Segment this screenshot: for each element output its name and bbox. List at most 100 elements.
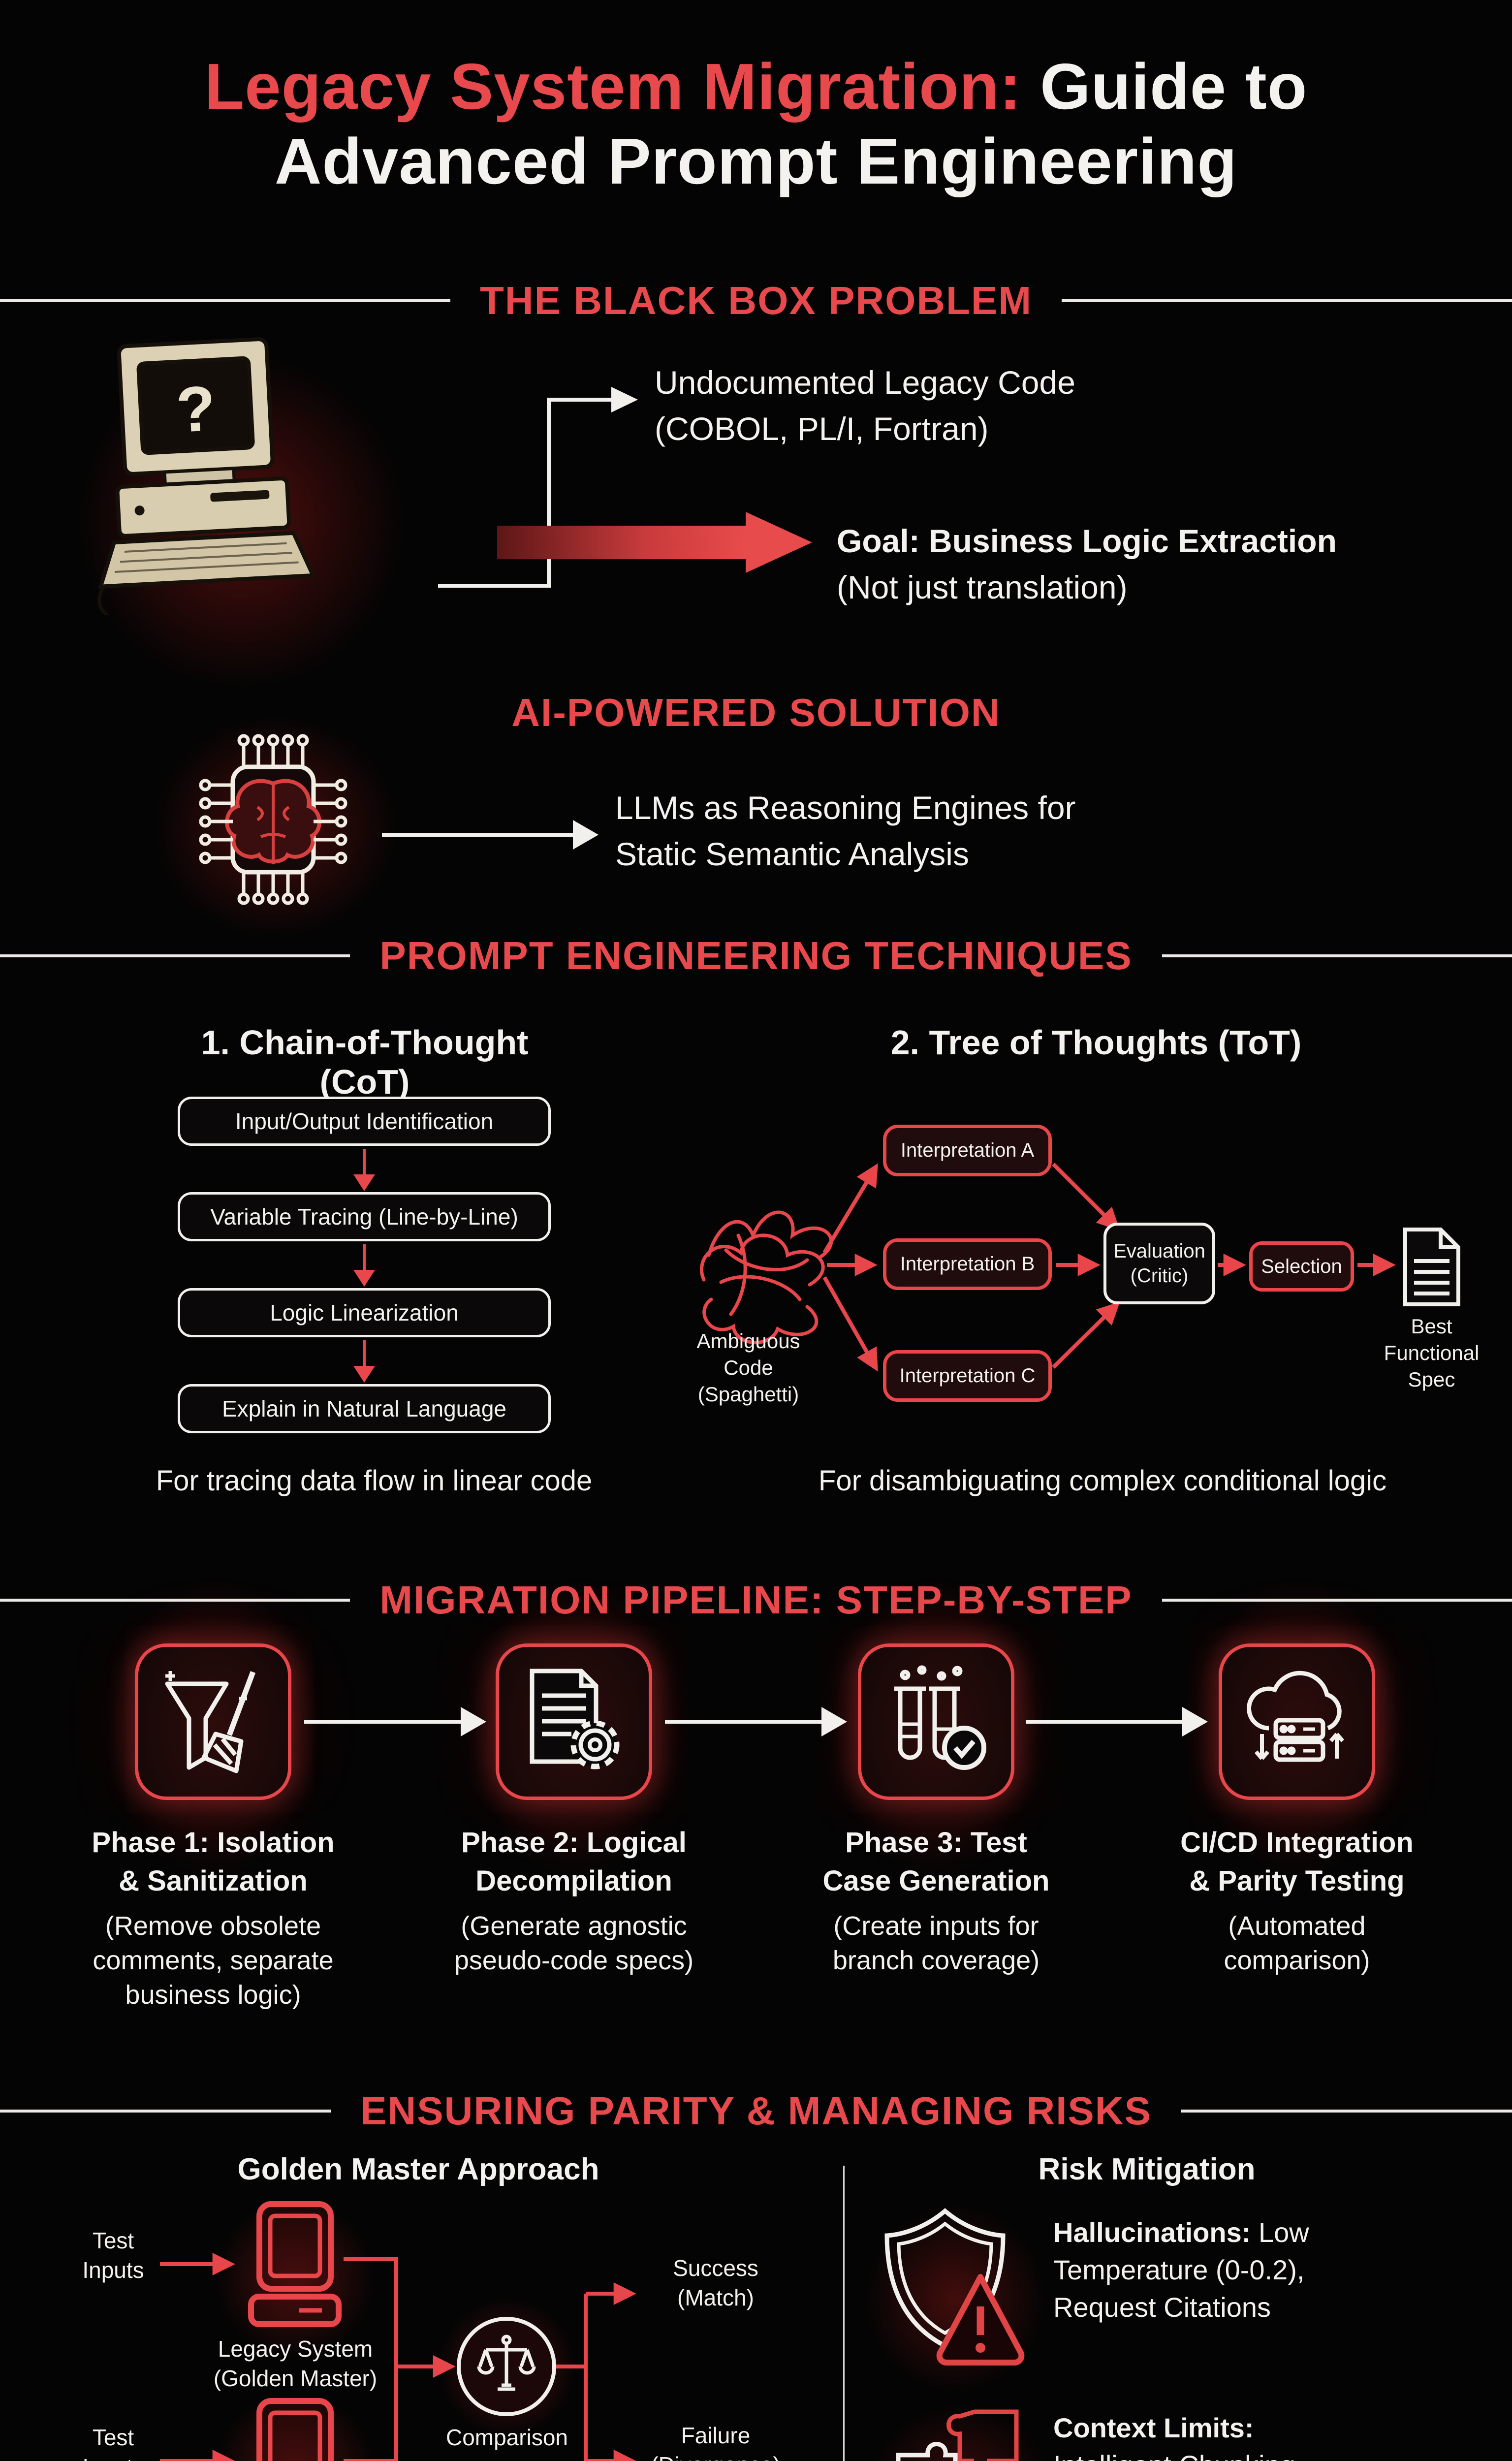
svg-text:?: ? — [174, 372, 217, 446]
hallucinations-line3: Request Citations — [1053, 2292, 1271, 2323]
header-line-left — [0, 299, 450, 302]
context-limits-line2: Intelligent Chunking, — [1053, 2447, 1512, 2461]
black-box-header-text: THE BLACK BOX PROBLEM — [480, 279, 1032, 322]
phase4-desc: (Automated comparison) — [1224, 1911, 1370, 1975]
llm-text: LLMs as Reasoning Engines for Static Sem… — [615, 785, 1076, 877]
ai-arrow-head — [573, 820, 598, 850]
comparison-label: Comparison — [446, 2425, 568, 2450]
context-limits-bold: Context Limits: — [1053, 2412, 1254, 2443]
goal-text: Goal: Business Logic Extraction (Not jus… — [837, 518, 1337, 610]
tot-output-label: Best Functional Spec — [1384, 1315, 1480, 1391]
hallucinations-rest: Low — [1251, 2217, 1309, 2248]
phase3-icon-box — [858, 1643, 1014, 1800]
phase2-title: Phase 2: Logical Decompilation — [461, 1827, 687, 1897]
header-line-right — [1162, 1599, 1512, 1602]
cot-step-1: Input/Output Identification — [178, 1097, 551, 1146]
goal-arrow-tip — [746, 512, 812, 573]
legacy-code-line2: (COBOL, PL/I, Fortran) — [655, 410, 989, 447]
test-tubes-icon — [894, 1665, 986, 1770]
tot-source-label: Ambiguous Code (Spaghetti) — [696, 1329, 800, 1406]
cot-arrow-3 — [353, 1340, 375, 1383]
pipeline-arrow-1 — [304, 1707, 486, 1736]
hallucinations-line1: Hallucinations: Low — [1053, 2214, 1512, 2251]
page-title-line1: Legacy System Migration: Guide to — [0, 49, 1512, 124]
cot-step-2: Variable Tracing (Line-by-Line) — [178, 1192, 551, 1241]
context-limits-text: Context Limits: Intelligent Chunking, Gl… — [1053, 2409, 1512, 2461]
goal-arrow — [497, 512, 812, 573]
hallucinations-bold: Hallucinations: — [1053, 2217, 1251, 2248]
header-line-right — [1162, 954, 1512, 957]
pipeline-header-text: MIGRATION PIPELINE: STEP-BY-STEP — [379, 1578, 1133, 1622]
tot-title: 2. Tree of Thoughts (ToT) — [890, 1023, 1302, 1062]
header-line-right — [1181, 2110, 1512, 2113]
test-inputs-bottom-label: Test Inputs — [82, 2425, 144, 2461]
legacy-computer-icon — [248, 2201, 342, 2327]
header-line-right — [1062, 299, 1512, 302]
goal-arrow-body — [497, 526, 746, 559]
microservice-computer-icon — [256, 2398, 334, 2461]
tot-interpretation-c: Interpretation C — [883, 1350, 1052, 1402]
hallucinations-text: Hallucinations: Low Temperature (0-0.2),… — [1053, 2214, 1512, 2326]
parity-header-text: ENSURING PARITY & MANAGING RISKS — [360, 2089, 1152, 2133]
cot-step-4: Explain in Natural Language — [178, 1384, 551, 1433]
legacy-code-line1: Undocumented Legacy Code — [655, 364, 1075, 401]
document-spec-icon — [1403, 1228, 1460, 1306]
page-title-red: Legacy System Migration: — [204, 50, 1022, 123]
tot-selection: Selection — [1249, 1241, 1354, 1292]
header-line-left — [0, 2110, 331, 2113]
techniques-header-text: PROMPT ENGINEERING TECHNIQUES — [379, 934, 1133, 978]
ai-header: AI-POWERED SOLUTION — [511, 691, 1001, 734]
header-line-left — [0, 954, 350, 957]
page-title-line2: Advanced Prompt Engineering — [275, 125, 1237, 197]
llm-text-line2: Static Semantic Analysis — [615, 836, 969, 872]
hallucinations-line2: Temperature (0-0.2), — [1053, 2254, 1305, 2285]
pipeline-header: MIGRATION PIPELINE: STEP-BY-STEP — [0, 1578, 1512, 1623]
legacy-system-label: Legacy System (Golden Master) — [213, 2336, 378, 2391]
golden-master-title: Golden Master Approach — [237, 2152, 599, 2186]
pipeline-arrow-3 — [1026, 1707, 1208, 1736]
phase4-title: CI/CD Integration & Parity Testing — [1180, 1827, 1414, 1897]
page-title: Legacy System Migration: Guide to Advanc… — [0, 49, 1512, 199]
llm-text-line1: LLMs as Reasoning Engines for — [615, 789, 1076, 826]
phase2-desc: (Generate agnostic pseudo-code specs) — [454, 1911, 694, 1975]
funnel-broom-icon — [165, 1671, 256, 1773]
document-gear-icon — [530, 1669, 620, 1769]
tot-evaluation: Evaluation (Critic) — [1103, 1223, 1215, 1304]
header-line-left — [0, 1599, 350, 1602]
cot-title: 1. Chain-of-Thought (CoT) — [201, 1023, 529, 1101]
ai-chip-brain-icon — [199, 734, 347, 905]
phase1-icon-box — [135, 1643, 291, 1800]
page-title-white: Guide to — [1021, 50, 1308, 123]
cot-arrow-1 — [353, 1149, 375, 1191]
phase1-title: Phase 1: Isolation & Sanitization — [92, 1827, 335, 1897]
legacy-code-text: Undocumented Legacy Code (COBOL, PL/I, F… — [655, 359, 1075, 452]
risk-mitigation-title: Risk Mitigation — [1038, 2152, 1256, 2186]
goal-text-sub: (Not just translation) — [837, 569, 1128, 605]
column-divider — [843, 2166, 845, 2461]
spaghetti-code-icon — [700, 1210, 833, 1345]
phase3-desc: (Create inputs for branch coverage) — [832, 1911, 1040, 1975]
golden-master-diagram — [160, 2201, 636, 2461]
parity-header: ENSURING PARITY & MANAGING RISKS — [0, 2088, 1512, 2134]
shield-warning-icon — [884, 2208, 1025, 2366]
failure-label: Failure (Divergence) — [651, 2423, 780, 2461]
goal-text-bold: Goal: Business Logic Extraction — [837, 523, 1337, 559]
retro-computer-icon: ? — [97, 337, 316, 615]
tot-diagram-arrows — [700, 1163, 1396, 1372]
test-inputs-top-label: Test Inputs — [82, 2228, 144, 2283]
techniques-header: PROMPT ENGINEERING TECHNIQUES — [0, 933, 1512, 978]
phase3-title: Phase 3: Test Case Generation — [822, 1827, 1050, 1897]
tot-caption: For disambiguating complex conditional l… — [818, 1465, 1387, 1497]
pipeline-arrow-2 — [665, 1707, 847, 1736]
cloud-servers-sync-icon — [1247, 1671, 1345, 1762]
cot-arrow-2 — [353, 1244, 375, 1287]
tot-interpretation-a: Interpretation A — [883, 1125, 1052, 1176]
cot-caption: For tracing data flow in linear code — [156, 1465, 593, 1497]
tot-interpretation-b: Interpretation B — [883, 1238, 1052, 1290]
balance-scales-icon — [477, 2335, 536, 2391]
phase4-icon-box — [1219, 1643, 1375, 1800]
elbow-arrow — [438, 387, 638, 588]
phase1-desc: (Remove obsolete comments, separate busi… — [93, 1911, 334, 2010]
black-box-header: THE BLACK BOX PROBLEM — [0, 278, 1512, 323]
